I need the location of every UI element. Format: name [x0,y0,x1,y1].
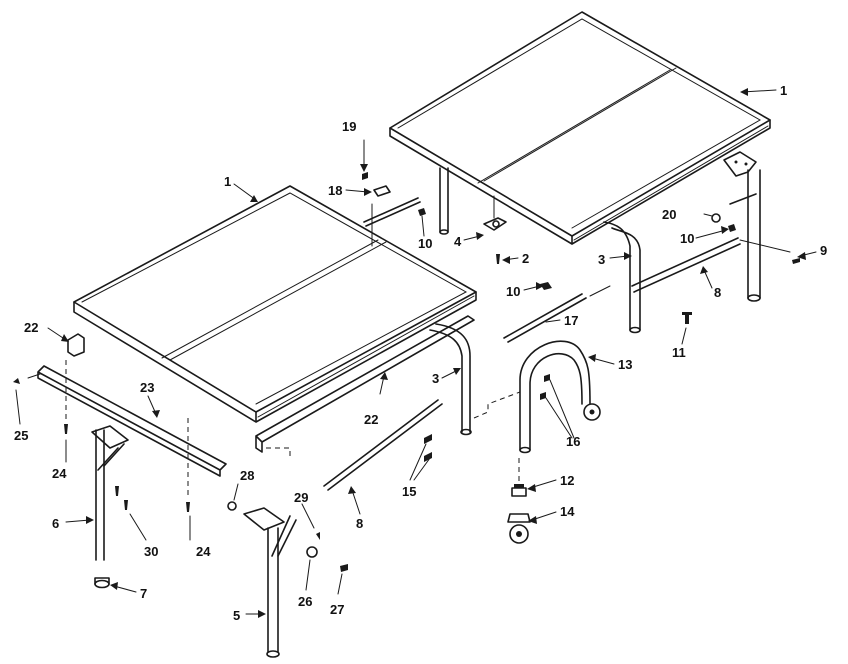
right-brace [631,237,741,293]
callout-16: 16 [566,434,580,449]
callout-5: 5 [233,608,240,623]
callout-1-left: 1 [224,174,231,189]
right-frame-tube [603,221,641,331]
callout-18: 18 [328,183,342,198]
callout-24-right: 24 [196,544,211,559]
leg-bracket-right [243,507,285,531]
callout-4: 4 [454,234,462,249]
caster-socket-12 [511,487,527,497]
leg-5 [267,527,279,653]
callout-11: 11 [672,345,686,360]
washer-26 [306,546,318,558]
side-rail-22 [255,315,475,453]
callout-28: 28 [240,468,254,483]
hinge-bracket [483,217,507,231]
leg-6 [95,429,105,561]
callout-3-right: 3 [598,252,605,267]
callout-12: 12 [560,473,574,488]
callout-13: 13 [618,357,632,372]
callout-8-right: 8 [714,285,721,300]
callout-17: 17 [564,313,578,328]
clip-18 [373,185,391,197]
callout-10-middle: 10 [506,284,520,299]
callout-20: 20 [662,207,676,222]
callout-23: 23 [140,380,154,395]
left-table-half [13,185,477,658]
left-table-apron [73,291,477,423]
leader-arrows [15,88,817,618]
left-table-top [73,185,477,413]
callout-6: 6 [52,516,59,531]
rod-17 [503,293,587,343]
right-table-half [389,11,800,334]
right-leg-bracket [723,151,757,177]
callout-19: 19 [342,119,356,134]
bracket-22 [67,333,85,357]
left-frame-tube [429,323,471,433]
caster-mount-14 [507,513,531,523]
foot-glide-7 [94,579,110,589]
connecting-parts [323,172,611,544]
left-brace [323,399,443,491]
callout-9: 9 [820,243,827,258]
callout-2: 2 [522,251,529,266]
right-table-front-leg [747,169,761,299]
washer-20 [711,213,721,223]
right-table-rear-leg [439,167,449,233]
wheel-frame-13 [519,340,591,451]
callout-26: 26 [298,594,312,609]
rod-18 [363,197,421,227]
callout-3-left: 3 [432,371,439,386]
callout-15: 15 [402,484,416,499]
callout-10-right: 10 [680,231,694,246]
callout-27: 27 [330,602,344,617]
callout-1-right: 1 [780,83,787,98]
callout-24-left: 24 [52,466,67,481]
callout-25: 25 [14,428,28,443]
callout-7: 7 [140,586,147,601]
caster-wheel-upper [583,403,601,421]
right-table-apron [389,119,771,245]
callout-14: 14 [560,504,575,519]
left-table-center-line [161,239,387,361]
callout-10-top: 10 [418,236,432,251]
caster-wheel-14 [509,524,529,544]
callout-22-center: 22 [364,412,378,427]
callout-22-left: 22 [24,320,38,335]
washer-28 [227,501,237,511]
callout-29: 29 [294,490,308,505]
right-table-center-line [477,67,677,184]
callout-8-left: 8 [356,516,363,531]
callout-30: 30 [144,544,158,559]
callout-labels: 1 1 2 3 3 4 5 6 7 8 8 9 10 10 10 11 12 1… [14,83,827,623]
